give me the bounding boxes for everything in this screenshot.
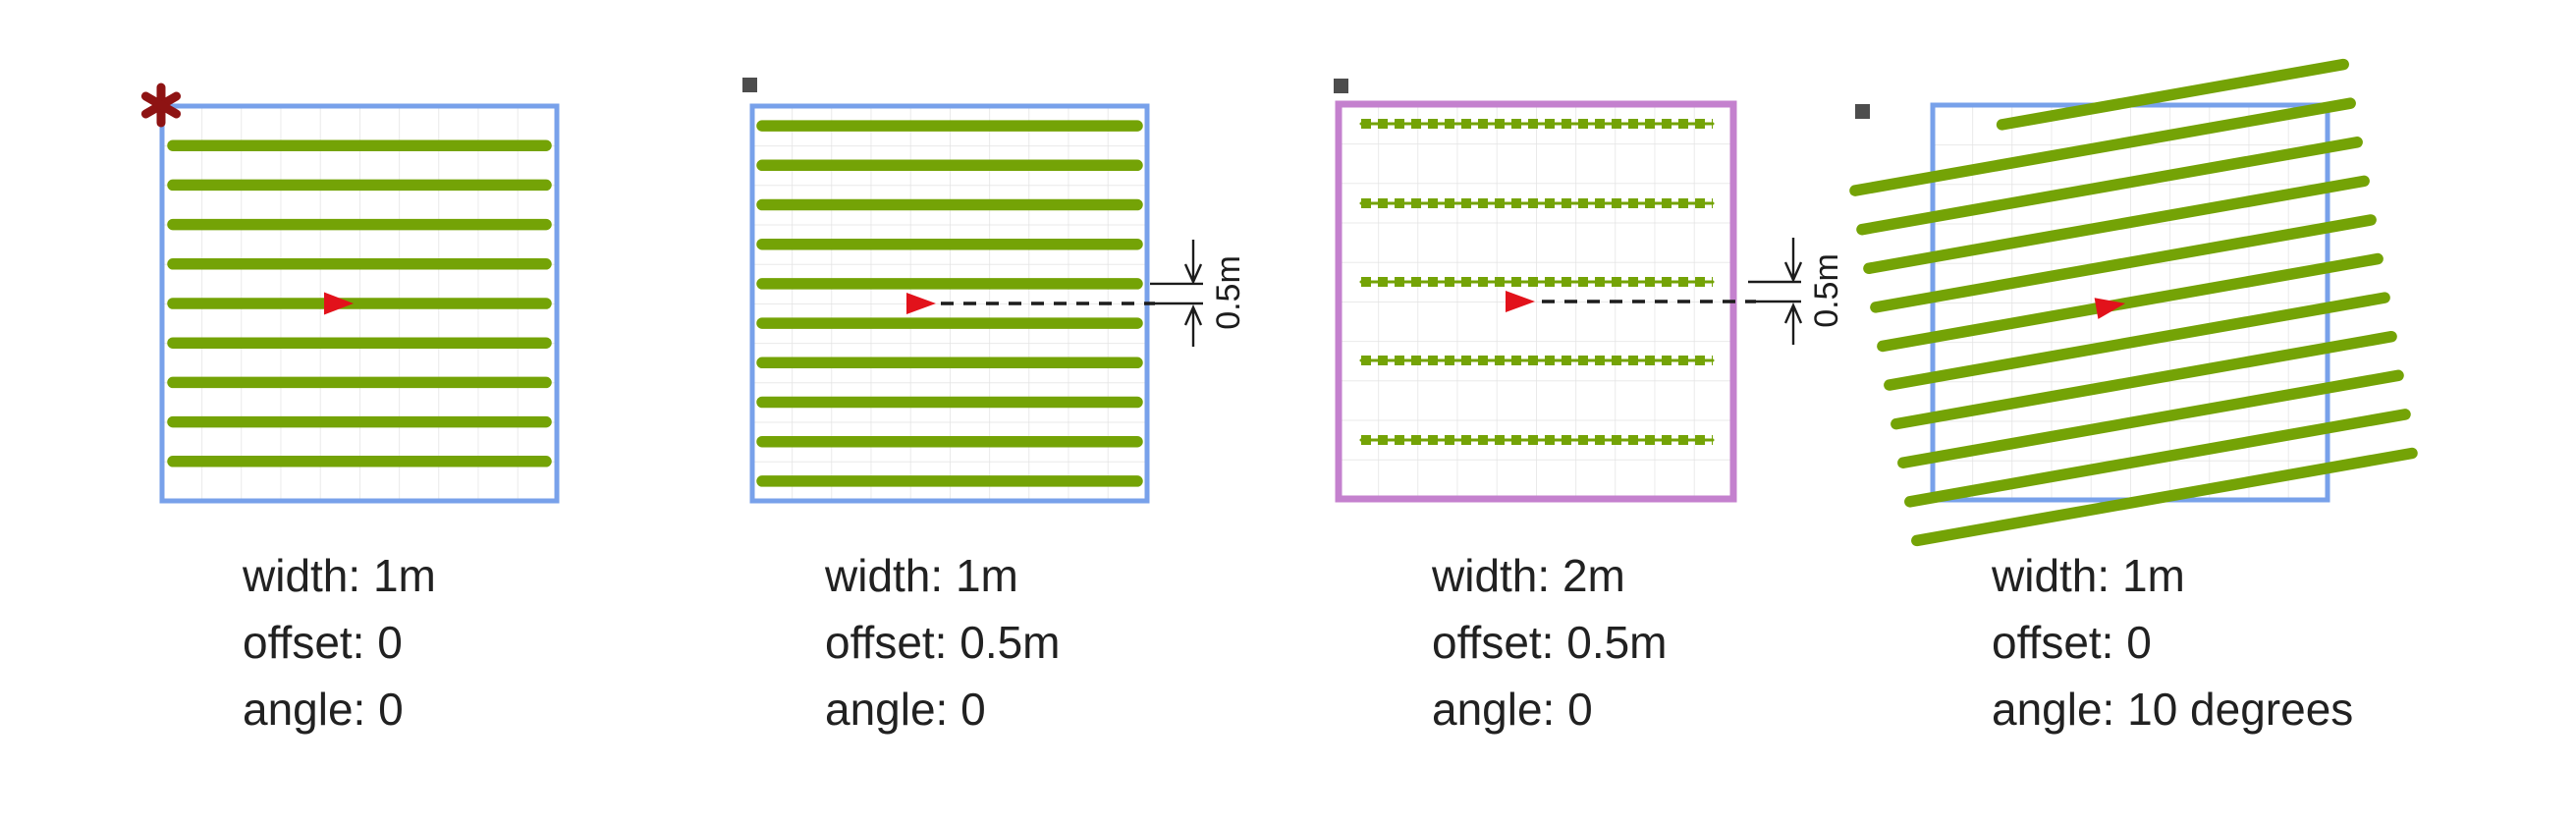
panel-1-diagram	[140, 82, 560, 504]
square-handle-icon	[1855, 104, 1870, 119]
caption-line: angle: 0	[825, 684, 986, 735]
path-line	[1897, 369, 2404, 468]
start-direction-icon	[324, 292, 354, 315]
caption-line: width: 1m	[825, 550, 1018, 601]
path-line	[1870, 214, 2377, 313]
caption-line: angle: 10 degrees	[1992, 684, 2354, 735]
coverage-path-lines	[167, 139, 552, 467]
origin-asterisk-icon	[140, 82, 182, 128]
path-line	[1863, 175, 2370, 275]
panel-1-caption: width: 1m offset: 0 angle: 0	[243, 542, 436, 742]
caption-line: angle: 0	[1432, 684, 1593, 735]
panel-2-diagram: 0.5m	[742, 78, 1247, 504]
path-line	[1884, 292, 2390, 391]
caption-line: width: 2m	[1432, 550, 1625, 601]
square-handle-icon	[742, 78, 757, 92]
caption-line: width: 1m	[243, 550, 436, 601]
square-handle-icon	[1334, 79, 1348, 93]
path-line	[1996, 58, 2349, 131]
path-line	[1856, 137, 2363, 236]
caption-line: width: 1m	[1992, 550, 2185, 601]
panel-4-diagram	[1849, 58, 2418, 547]
offset-dimension-annotation: 0.5m	[1748, 238, 1845, 345]
start-direction-icon	[2094, 298, 2126, 319]
dimension-label: 0.5m	[1808, 253, 1845, 328]
path-line	[1891, 330, 2397, 430]
arrow-up-icon	[1183, 304, 1203, 347]
arrow-up-icon	[1783, 302, 1803, 345]
boundary-square	[159, 103, 560, 504]
path-line	[1911, 447, 2418, 547]
arrow-down-icon	[1183, 240, 1203, 285]
path-line	[1877, 252, 2384, 353]
coverage-path-lines	[756, 120, 1143, 487]
path-line	[1904, 409, 2411, 508]
panel-3-diagram: 0.5m	[1334, 79, 1845, 503]
dimension-label: 0.5m	[1210, 255, 1247, 330]
caption-line: offset: 0.5m	[825, 617, 1061, 668]
start-direction-icon	[1506, 291, 1535, 312]
rotated-coverage-path-lines	[1849, 58, 2418, 547]
caption-line: angle: 0	[243, 684, 404, 735]
arrow-down-icon	[1783, 238, 1803, 283]
caption-line: offset: 0	[1992, 617, 2152, 668]
panel-3-caption: width: 2m offset: 0.5m angle: 0	[1432, 542, 1668, 742]
coverage-path-lines	[1359, 119, 1715, 445]
offset-dimension-annotation: 0.5m	[1150, 240, 1247, 347]
start-direction-icon	[906, 293, 936, 314]
caption-line: offset: 0.5m	[1432, 617, 1668, 668]
panel-4-caption: width: 1m offset: 0 angle: 10 degrees	[1992, 542, 2353, 742]
panel-2-caption: width: 1m offset: 0.5m angle: 0	[825, 542, 1061, 742]
path-line	[1849, 97, 2356, 196]
caption-line: offset: 0	[243, 617, 403, 668]
